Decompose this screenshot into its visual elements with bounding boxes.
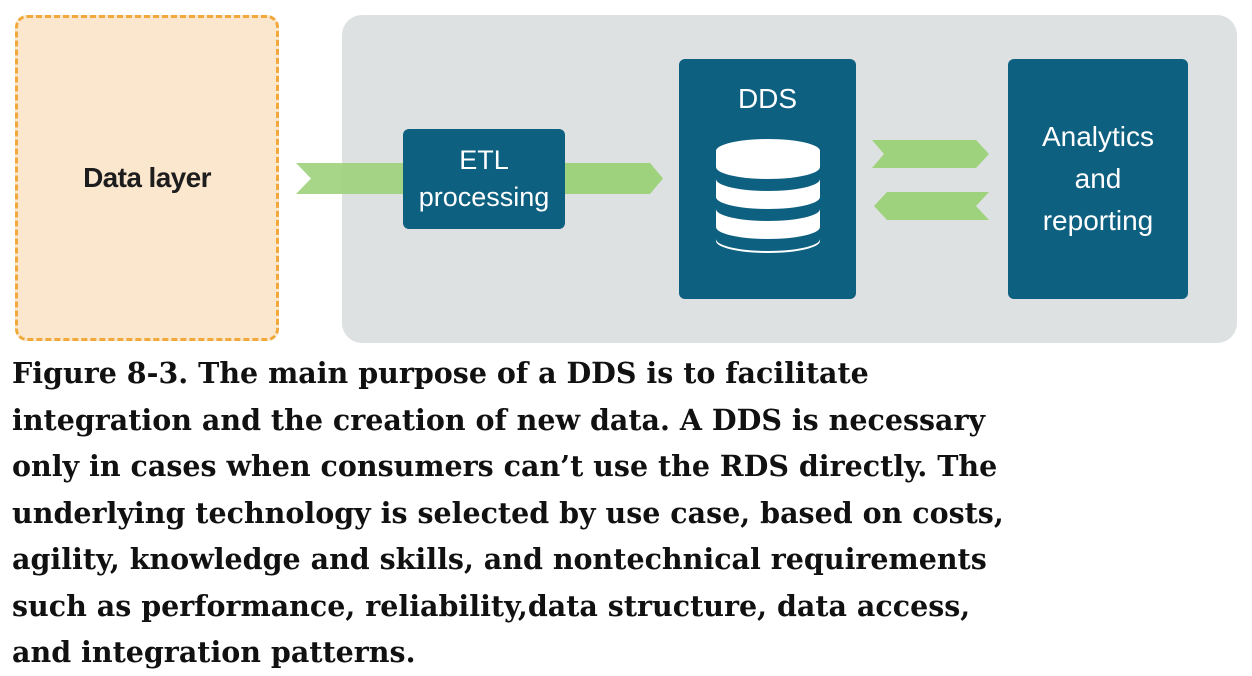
caption-line: only in cases when consumers can’t use t… bbox=[12, 449, 998, 483]
figure-caption: Figure 8-3. The main purpose of a DDS is… bbox=[12, 350, 1242, 676]
database-icon bbox=[715, 139, 820, 253]
caption-line: Figure 8-3. The main purpose of a DDS is… bbox=[12, 356, 869, 390]
data-layer-box: Data layer bbox=[15, 15, 279, 341]
caption-line: such as performance, reliability,data st… bbox=[12, 588, 971, 623]
arrow-dds-to-analytics bbox=[872, 140, 989, 168]
architecture-diagram: Data layer ETL processing DDS Analytics … bbox=[15, 15, 1237, 343]
dds-box: DDS bbox=[679, 59, 856, 299]
etl-processing-box: ETL processing bbox=[403, 129, 565, 229]
analytics-label-line-3: reporting bbox=[1042, 205, 1154, 236]
caption-line: agility, knowledge and skills, and nonte… bbox=[12, 542, 987, 576]
arrow-etl-to-dds bbox=[564, 163, 663, 194]
data-layer-label: Data layer bbox=[83, 162, 211, 193]
caption-line: underlying technology is selected by use… bbox=[12, 495, 1004, 530]
etl-label-line-2: processing bbox=[418, 182, 550, 212]
dds-label: DDS bbox=[737, 83, 798, 114]
arrow-analytics-to-dds bbox=[874, 192, 989, 220]
flow-arrows bbox=[296, 140, 989, 220]
analytics-label-line-2: and bbox=[1074, 163, 1122, 194]
etl-label-line-1: ETL bbox=[459, 145, 509, 175]
analytics-reporting-box: Analytics and reporting bbox=[1008, 59, 1188, 299]
caption-line: and integration patterns. bbox=[12, 635, 416, 669]
analytics-label-line-1: Analytics bbox=[1041, 121, 1155, 152]
arrow-data-layer-to-etl bbox=[296, 163, 404, 194]
caption-line: integration and the creation of new data… bbox=[12, 402, 986, 437]
